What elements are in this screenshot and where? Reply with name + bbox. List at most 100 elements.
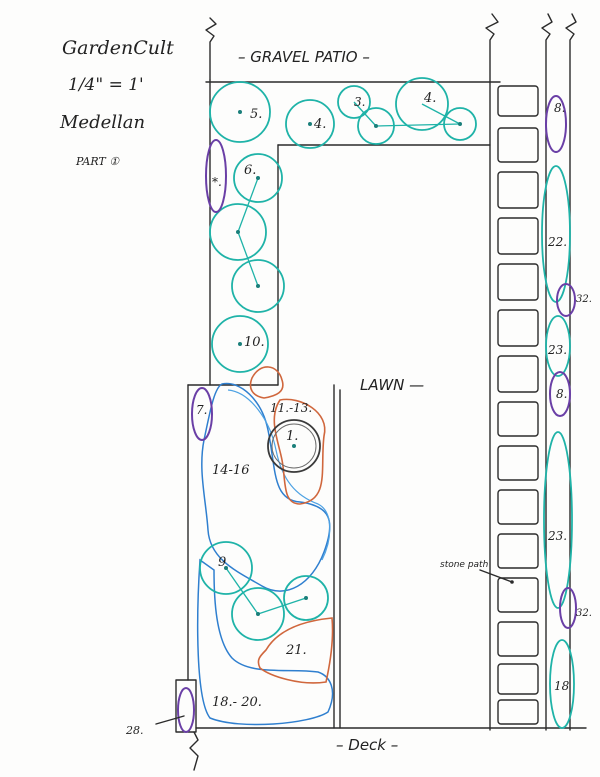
plant-label-22: 22. xyxy=(547,235,567,249)
plant-8b-ellipse xyxy=(549,371,571,417)
plant-18-ellipse xyxy=(549,639,575,729)
plant-center-dot xyxy=(256,284,260,288)
stone-path-label: stone path xyxy=(440,560,489,570)
stone-paver xyxy=(497,621,539,657)
client-name: Medellan xyxy=(59,112,145,133)
plant-star-ellipse xyxy=(205,139,227,213)
stone-paver xyxy=(497,217,539,255)
plant-9-circle xyxy=(199,541,253,595)
lawn-label: LAWN — xyxy=(360,376,424,394)
plant-9c-circle xyxy=(283,575,329,621)
connector-line xyxy=(237,177,259,233)
plant-3-circle xyxy=(337,85,371,119)
stone-paver xyxy=(497,263,539,301)
purple-plants xyxy=(177,95,577,733)
stone-paver xyxy=(497,533,539,569)
plant-center-dot xyxy=(224,566,228,570)
plan-scale: 1/4" = 1' xyxy=(68,75,144,95)
stone-paver xyxy=(497,401,539,437)
plant-label-4b: 4. xyxy=(423,91,436,106)
plant-center-dot xyxy=(256,176,260,180)
shrub-1-orange-outline xyxy=(273,398,326,505)
plant-center-dots xyxy=(224,110,462,616)
stone-paver xyxy=(497,171,539,209)
stone-paver xyxy=(497,309,539,347)
connector-line xyxy=(257,597,307,615)
tree-1 xyxy=(267,419,321,473)
plant-4a-circle xyxy=(285,99,335,149)
bed-14-16-outline xyxy=(201,382,331,592)
plan-title: GardenCult xyxy=(62,37,174,59)
plant-center-dot xyxy=(374,124,378,128)
plant-8a-ellipse xyxy=(545,95,567,153)
tree-1-canopy-inner xyxy=(271,423,317,469)
connector-line xyxy=(353,101,377,127)
plant-label-5: 5. xyxy=(250,107,262,122)
plant-label-14-16: 14-16 xyxy=(212,463,249,478)
plant-label-23b: 23. xyxy=(547,529,567,543)
top-left-break-mark xyxy=(205,17,217,81)
stone-path-left-line xyxy=(485,13,499,731)
connector-line xyxy=(421,103,461,125)
plan-part: PART ① xyxy=(75,155,120,168)
plant-5-circle xyxy=(209,81,271,143)
plant-label-32a: 32. xyxy=(576,294,592,305)
plant-center-dot xyxy=(256,612,260,616)
stone-paver xyxy=(497,127,539,163)
plant-label-23a: 23. xyxy=(547,343,567,357)
stone-paver xyxy=(497,699,539,725)
plant-center-dot xyxy=(304,596,308,600)
plant-label-4a: 4. xyxy=(313,117,326,132)
bed-outlines xyxy=(196,366,334,726)
plant-labels: 5. 4. 3. 4. 8. 6. *. 22. 32. 23. 10. 8. … xyxy=(125,91,592,737)
orange-shrub-top-outline xyxy=(249,366,284,399)
bed-14-16-inner-line xyxy=(227,389,331,561)
plant-22-ellipse xyxy=(541,165,571,303)
gravel-patio-label: – GRAVEL PATIO – xyxy=(238,48,370,66)
plant-center-dot xyxy=(458,122,462,126)
plant-label-28: 28. xyxy=(125,724,144,737)
plant-23a-ellipse xyxy=(545,315,571,377)
deck-label: – Deck – xyxy=(336,736,398,754)
bottom-left-break-mark xyxy=(189,731,199,771)
stone-paver xyxy=(497,577,539,613)
tree-1-canopy xyxy=(267,419,321,473)
fence-inner-line xyxy=(541,13,553,731)
plant-label-32b: 32. xyxy=(576,608,592,619)
plant-label-8a: 8. xyxy=(554,101,565,115)
plant-label-10: 10. xyxy=(244,335,265,350)
plant-32a-ellipse xyxy=(556,283,576,317)
stone-paver xyxy=(497,663,539,695)
stone-paver xyxy=(497,445,539,481)
plant-label-21: 21. xyxy=(285,643,307,658)
stone-paver xyxy=(497,489,539,525)
stone-paver xyxy=(497,355,539,393)
plant-center-dot xyxy=(308,122,312,126)
stone-path-pavers xyxy=(497,85,539,725)
plant-32b-ellipse xyxy=(559,587,577,629)
plant-28-ellipse xyxy=(177,687,195,733)
connector-line xyxy=(375,123,461,127)
stone-path-leader-dot xyxy=(510,580,514,584)
stone-path-leader-line xyxy=(479,569,513,583)
plant-label-18-20: 18.- 20. xyxy=(212,695,262,710)
plant-label-6: 6. xyxy=(244,163,256,178)
fence-outer-line xyxy=(565,13,577,731)
plant-connectors xyxy=(225,101,461,615)
stone-paver xyxy=(497,85,539,117)
teal-plants xyxy=(199,77,575,729)
plant-28-leader-line xyxy=(155,715,185,725)
plant-label-9: 9 xyxy=(218,555,226,570)
plant-center-dot xyxy=(292,444,296,448)
plant-6-circle xyxy=(233,153,283,203)
bed-21-outline xyxy=(257,617,334,684)
plant-6c-circle xyxy=(231,259,285,313)
plant-label-1: 1. xyxy=(286,429,298,444)
plant-center-dot xyxy=(238,342,242,346)
plant-label-8b: 8. xyxy=(556,387,567,401)
plant-10-circle xyxy=(211,315,269,373)
plant-label-11-13: 11.-13. xyxy=(270,401,312,415)
connector-line xyxy=(237,231,259,287)
